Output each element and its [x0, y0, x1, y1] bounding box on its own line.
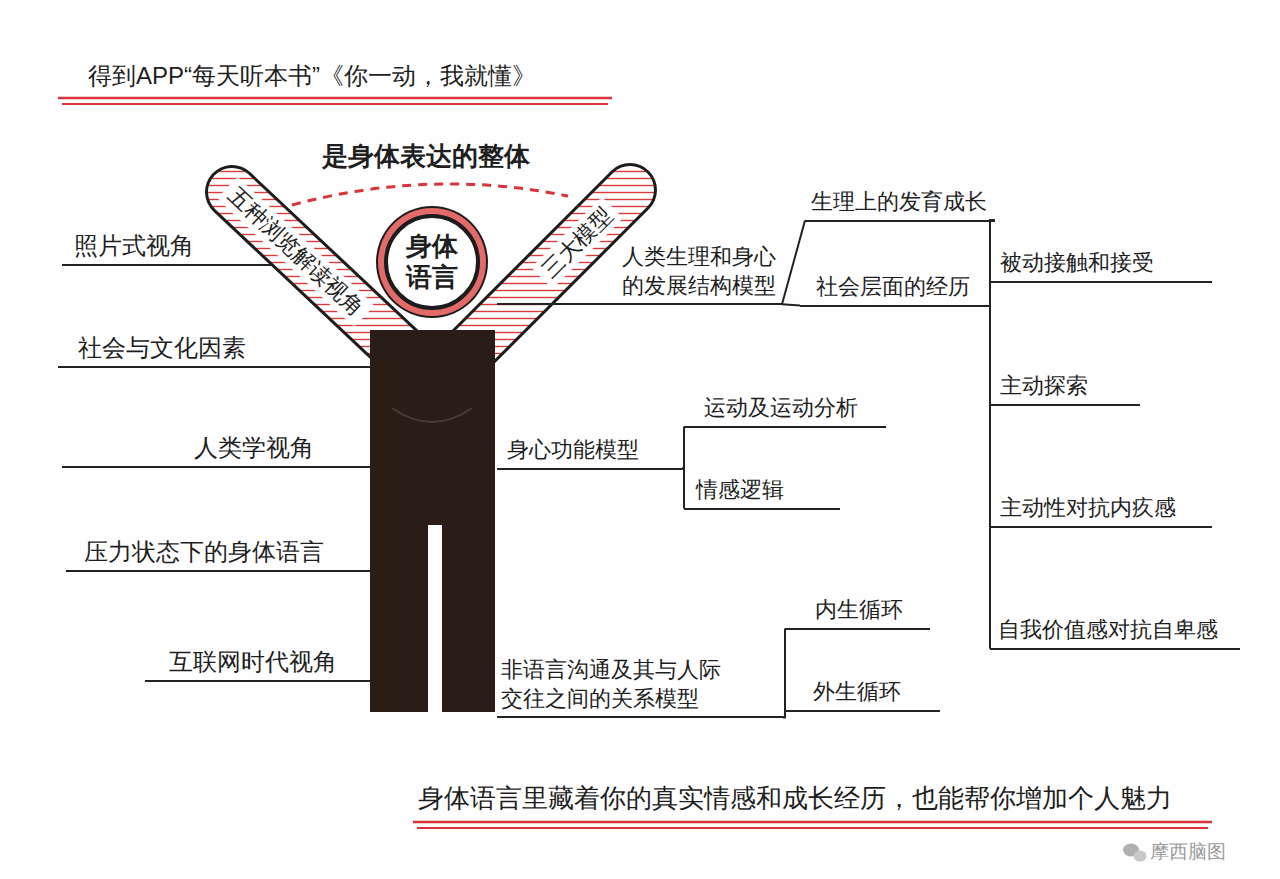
topic-text: 非语言沟通及其与人际交往之间的关系模型 [501, 656, 726, 713]
branch-topic: 人类学视角 [62, 432, 370, 468]
sub-topic: 情感逻辑 [684, 476, 840, 510]
figure-body [370, 330, 495, 712]
stage-topic: 主动探索 [990, 372, 1140, 406]
topic-text: 情感逻辑 [696, 476, 784, 505]
topic-text: 生理上的发育成长 [811, 188, 987, 217]
topic-text: 身体语言 [405, 231, 460, 293]
caption-underline [413, 821, 1212, 824]
model-topic: 人类生理和身心的发展结构模型 [497, 243, 782, 305]
wechat-icon [1123, 844, 1147, 862]
topic-text: 主动探索 [1000, 372, 1088, 401]
branch-connector [782, 304, 800, 305]
topic-text: 人类学视角 [194, 432, 314, 463]
topic-text: 被动接触和接受 [1000, 249, 1154, 278]
topic-text: 互联网时代视角 [169, 646, 337, 677]
topic-text: 自我价值感对抗自卑感 [998, 616, 1218, 645]
branch-connector [782, 221, 805, 305]
stage-topic: 自我价值感对抗自卑感 [990, 616, 1240, 650]
topic-text: 运动及运动分析 [704, 394, 858, 423]
sub-topic: 外生循环 [785, 678, 940, 712]
branch-connector [989, 306, 991, 649]
model-topic: 非语言沟通及其与人际交往之间的关系模型 [497, 656, 783, 718]
sub-topic: 生理上的发育成长 [805, 188, 995, 222]
branch-connector [682, 427, 684, 469]
topic-text: 身心功能模型 [507, 436, 639, 465]
page-caption: 身体语言里藏着你的真实情感和成长经历，也能帮你增加个人魅力 [418, 782, 1172, 816]
branch-topic: 照片式视角 [62, 230, 272, 266]
title-underline [62, 103, 608, 105]
arc-note: 是身体表达的整体 [322, 140, 530, 174]
dashed-arc [292, 184, 568, 205]
sub-topic: 社会层面的经历 [800, 273, 990, 307]
branch-topic: 压力状态下的身体语言 [66, 536, 370, 572]
model-topic: 身心功能模型 [497, 436, 682, 470]
topic-text: 社会与文化因素 [78, 332, 246, 363]
sub-topic: 内生循环 [785, 596, 930, 630]
title-underline [58, 97, 612, 100]
arm-band: 五种浏览解读视角 [217, 177, 374, 327]
head-circle: 身体语言 [384, 214, 480, 310]
caption-underline [417, 827, 1208, 829]
stage-topic: 被动接触和接受 [990, 249, 1212, 283]
topic-text: 压力状态下的身体语言 [84, 536, 324, 567]
topic-text: 人类生理和身心的发展结构模型 [622, 243, 778, 300]
arm-outline [470, 190, 630, 350]
topic-text: 照片式视角 [74, 230, 194, 261]
branch-connector [989, 282, 991, 306]
page-title: 得到APP“每天听本书”《你一动，我就懂》 [88, 60, 536, 91]
topic-text: 内生循环 [815, 596, 903, 625]
chest-line [392, 408, 472, 422]
stage-topic: 主动性对抗内疚感 [990, 494, 1212, 528]
sub-topic: 运动及运动分析 [684, 394, 886, 428]
branch-topic: 社会与文化因素 [58, 332, 370, 368]
branch-connector [990, 221, 995, 649]
watermark: 摩西脑图 [1150, 840, 1226, 865]
topic-text: 主动性对抗内疚感 [1000, 494, 1176, 523]
topic-text: 外生循环 [813, 678, 901, 707]
arm-stripes [470, 190, 630, 350]
branch-topic: 互联网时代视角 [145, 646, 370, 682]
topic-text: 社会层面的经历 [816, 273, 970, 302]
